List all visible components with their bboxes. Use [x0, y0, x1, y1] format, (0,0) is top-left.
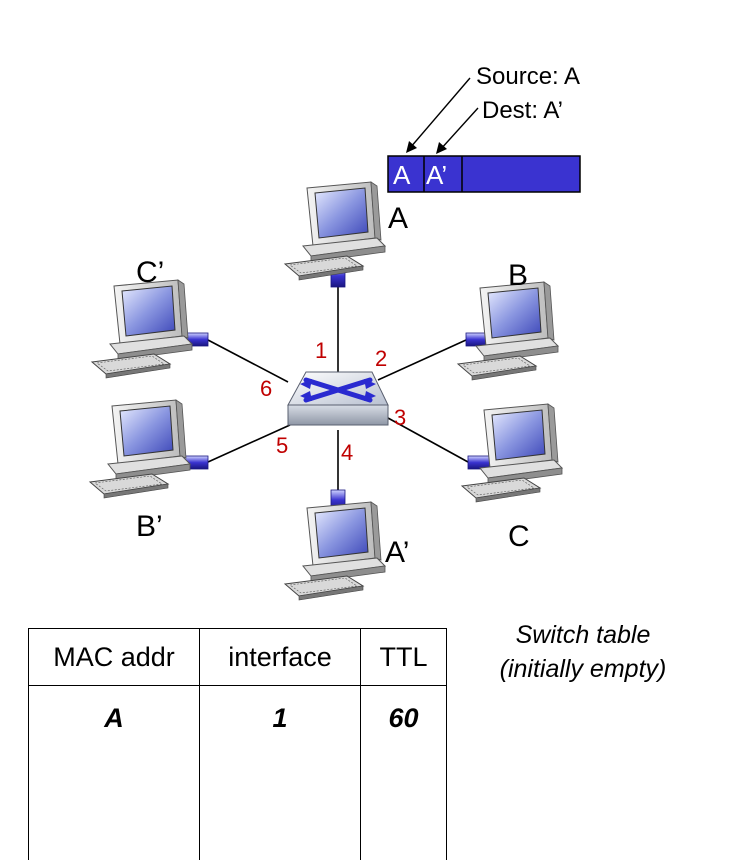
host-C-computer-icon	[461, 403, 563, 503]
port-label-4: 4	[341, 440, 353, 465]
dest-annotation: Dest: A’	[482, 97, 563, 124]
cell-empty	[199, 750, 361, 860]
switch-table-caption: Switch table (initially empty)	[468, 618, 698, 686]
arrow-head-dest	[436, 142, 447, 154]
host-label-C: C	[508, 520, 530, 553]
links	[207, 283, 469, 492]
switch-table-header: MAC addr interface TTL	[28, 628, 447, 686]
cell-mac: A	[28, 685, 200, 750]
host-C-prime-computer-icon	[91, 279, 193, 379]
host-B-computer-icon	[457, 281, 559, 381]
cell-interface: 1	[199, 685, 361, 750]
link-5	[207, 424, 291, 463]
table-row-empty	[28, 750, 447, 860]
host-label-A: A	[388, 202, 408, 235]
network-diagram: 1 2 3 4 5 6 A B C A’ B’ C’ A A’ Source: …	[89, 63, 581, 601]
link-6	[207, 339, 289, 383]
host-label-C-prime: C’	[136, 256, 164, 289]
switch-table: MAC addr interface TTL A 1 60	[28, 628, 447, 860]
arrow-head-source	[406, 141, 417, 153]
cell-empty	[28, 750, 200, 860]
table-row: A 1 60	[28, 685, 447, 750]
link-2	[377, 339, 467, 381]
switch-icon	[287, 371, 389, 426]
port-label-1: 1	[315, 338, 327, 363]
caption-subtitle: (initially empty)	[499, 655, 667, 683]
host-label-B-prime: B’	[136, 510, 163, 543]
port-label-5: 5	[276, 433, 288, 458]
host-B-prime-computer-icon	[89, 399, 191, 499]
cell-ttl: 60	[360, 685, 447, 750]
frame-source-field: A	[393, 160, 411, 190]
port-label-3: 3	[394, 405, 406, 430]
host-label-B: B	[508, 259, 528, 292]
link-3	[387, 417, 469, 463]
host-A-computer-icon	[284, 181, 386, 281]
host-A-prime-computer-icon	[284, 501, 386, 601]
header-interface: interface	[199, 628, 361, 686]
source-annotation: Source: A	[476, 63, 580, 90]
port-label-6: 6	[260, 376, 272, 401]
header-ttl: TTL	[360, 628, 447, 686]
host-label-A-prime: A’	[385, 536, 409, 569]
ethernet-frame: A A’	[387, 155, 581, 193]
port-label-2: 2	[375, 346, 387, 371]
frame-dest-field: A’	[426, 160, 447, 190]
caption-title: Switch table	[515, 621, 651, 649]
annotation-arrows	[409, 77, 479, 151]
cell-empty	[360, 750, 447, 860]
header-mac-addr: MAC addr	[28, 628, 200, 686]
